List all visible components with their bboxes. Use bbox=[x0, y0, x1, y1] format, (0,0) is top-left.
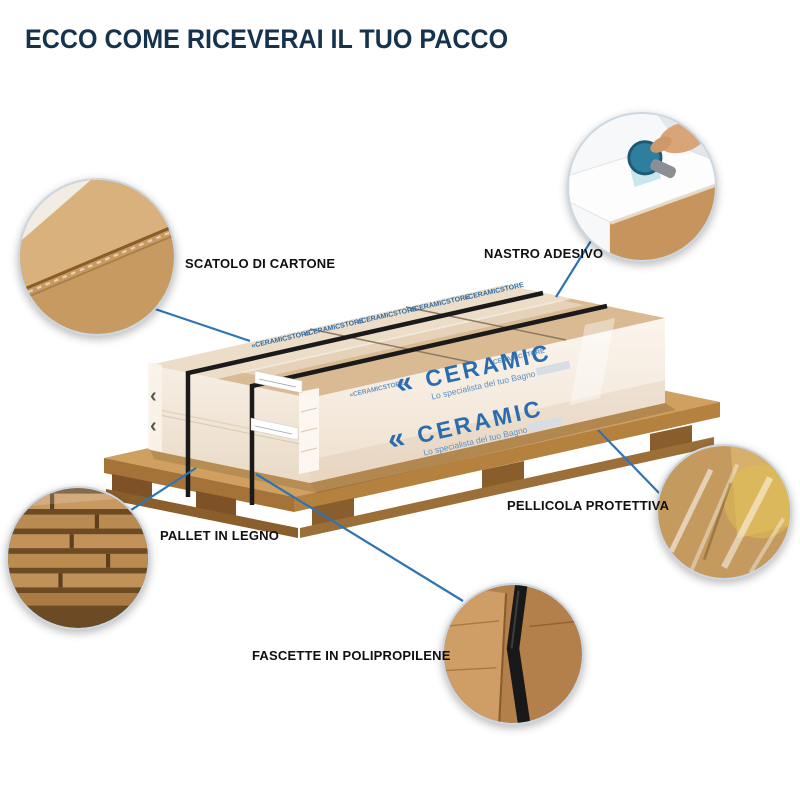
callout-label-nastro: NASTRO ADESIVO bbox=[484, 246, 604, 261]
callout-circle-strap bbox=[442, 583, 584, 725]
logo-color-strip bbox=[527, 416, 563, 432]
cardboard-corner-photo bbox=[20, 180, 174, 334]
wrapped-package: «CERAMICSTORE «CERAMICSTORE «CERAMICSTOR… bbox=[148, 282, 665, 505]
strap-on-box-photo bbox=[444, 585, 582, 723]
logo-chevron-icon: « bbox=[392, 365, 416, 401]
wood-pallet-photo bbox=[8, 488, 148, 628]
protector-ridge bbox=[300, 427, 318, 433]
pallet-runner-front bbox=[300, 437, 714, 538]
callout-circle-cardboard-box bbox=[18, 178, 176, 336]
protector-ridge bbox=[300, 447, 318, 453]
package-shadow bbox=[310, 403, 676, 493]
protector-ridge bbox=[300, 407, 318, 413]
package-front-face bbox=[310, 318, 665, 483]
callout-label-pallet: PALLET IN LEGNO bbox=[160, 528, 280, 543]
callout-label-fascette: FASCETTE IN POLIPROPILENE bbox=[252, 648, 451, 663]
callout-circle-protective-film bbox=[656, 444, 792, 580]
shrink-wrap-photo bbox=[658, 446, 790, 578]
connector-line-scatolo bbox=[151, 306, 251, 343]
strap bbox=[249, 303, 608, 505]
strap bbox=[185, 290, 544, 497]
logo-chevron-icon: « bbox=[384, 421, 408, 457]
corner-chevron-mark: ‹ bbox=[150, 385, 157, 407]
corner-chevron-mark: ‹ bbox=[150, 415, 157, 437]
front-face-shading bbox=[310, 380, 665, 483]
corner-protector bbox=[299, 388, 319, 474]
box-seam bbox=[309, 328, 471, 363]
connector-line-nastro bbox=[555, 235, 595, 298]
pallet-deck-front bbox=[294, 402, 720, 512]
pallet-runner-left bbox=[106, 489, 298, 538]
callout-circle-wood-pallet bbox=[6, 486, 150, 630]
film-glare bbox=[570, 318, 615, 405]
shipping-label bbox=[250, 417, 299, 441]
shipping-label bbox=[254, 370, 303, 394]
film-sheen bbox=[240, 300, 585, 377]
callout-label-scatolo: SCATOLO DI CARTONE bbox=[185, 256, 336, 271]
connector-lines bbox=[127, 235, 661, 602]
connector-line-pallet bbox=[127, 467, 197, 513]
corner-protector bbox=[148, 362, 162, 452]
page-title: ECCO COME RICEVERAI IL TUO PACCO bbox=[25, 24, 509, 54]
connector-line-pellicola bbox=[597, 429, 661, 495]
pallet-deck-left bbox=[104, 458, 294, 512]
callout-circle-adhesive-tape bbox=[567, 112, 717, 262]
package-shadow bbox=[150, 450, 318, 493]
box-seam bbox=[149, 412, 311, 447]
callout-label-pellicola: PELLICOLA PROTETTIVA bbox=[507, 498, 670, 513]
tape-dispenser-photo bbox=[569, 114, 715, 260]
connector-line-fascette bbox=[255, 473, 464, 602]
logo-color-strip bbox=[535, 360, 571, 376]
package-top-face bbox=[150, 285, 665, 398]
label-text-line bbox=[258, 378, 297, 388]
box-seam bbox=[405, 306, 567, 341]
label-text-line bbox=[254, 425, 293, 435]
